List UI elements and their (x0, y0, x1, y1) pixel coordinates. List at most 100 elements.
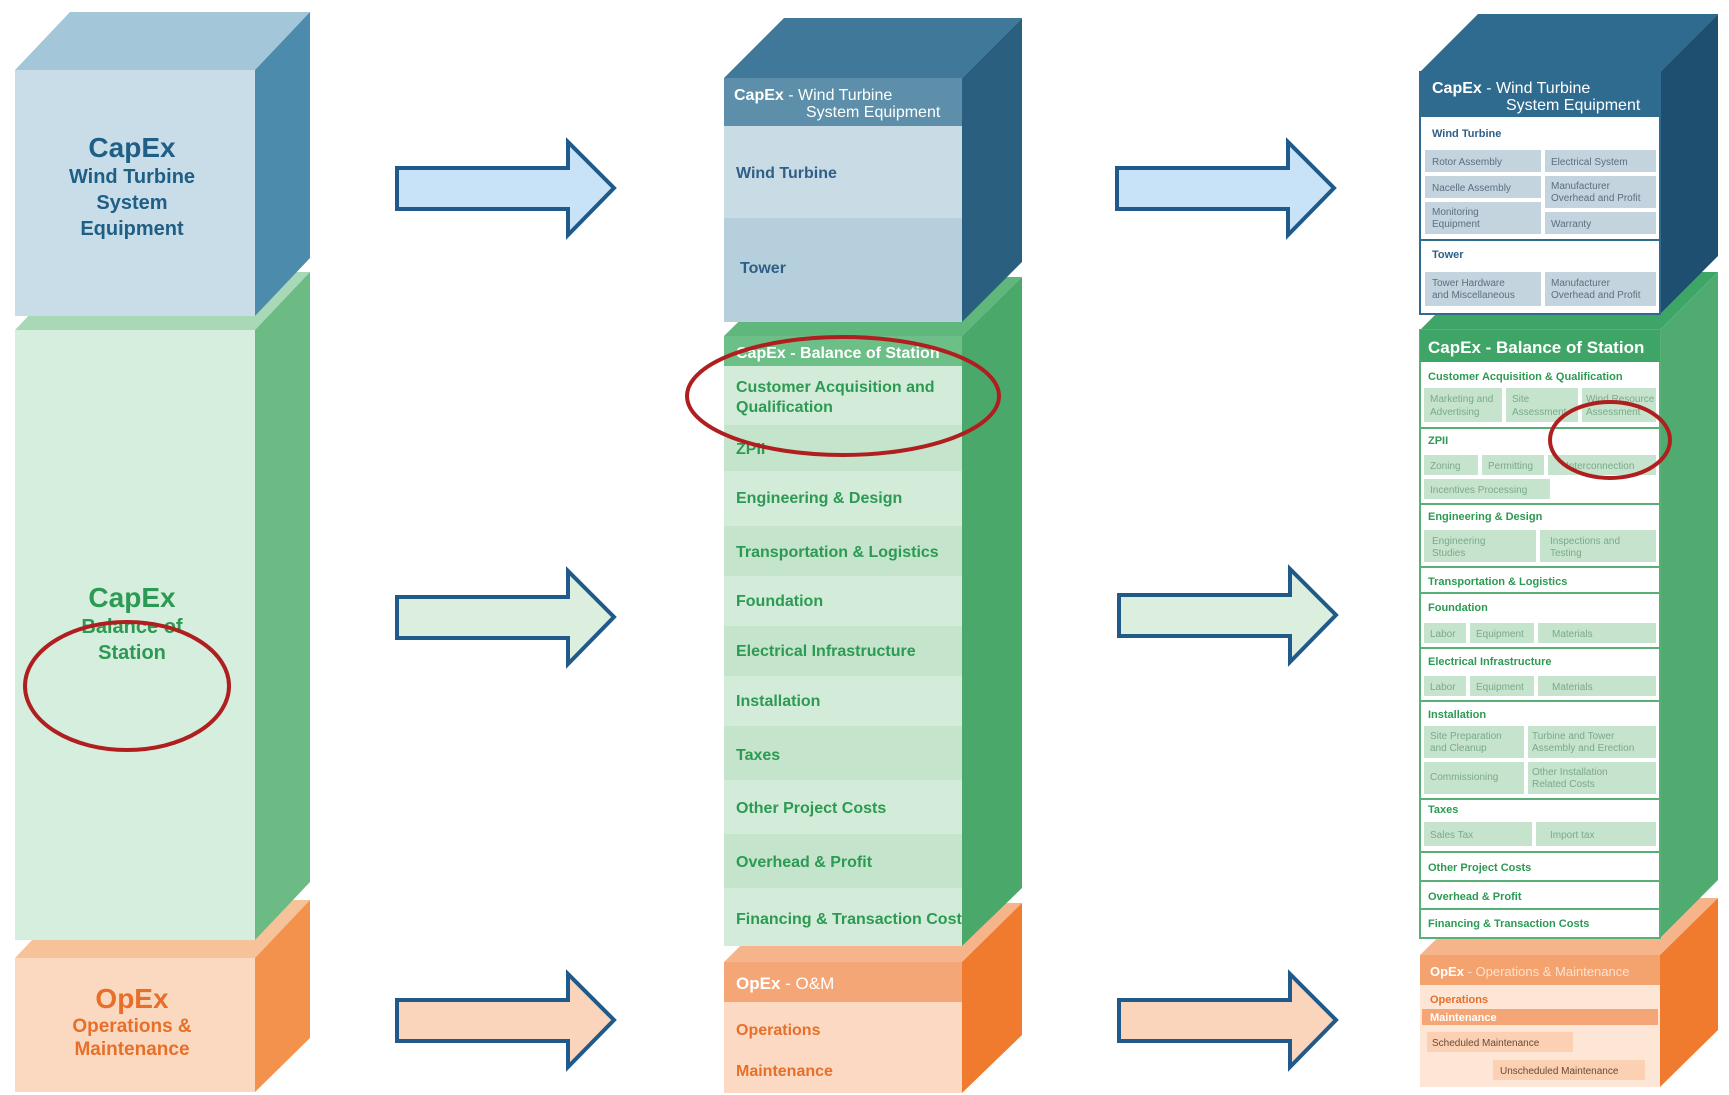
col2-bos-item-electrical: Electrical Infrastructure (736, 643, 916, 660)
col2-wts-top-face (724, 18, 1022, 78)
col3-scheduled-label: Scheduled Maintenance (1432, 1038, 1540, 1049)
col3-installation-chip-3 (1424, 762, 1524, 794)
col1-bottom-title: OpEx (95, 983, 169, 1014)
col2-bos-item-transport: Transportation & Logistics (736, 544, 939, 561)
col3-installation-chip-4 (1528, 762, 1656, 794)
col3-customer-c1b: Advertising (1430, 407, 1479, 418)
col3-foundation-c1: Labor (1430, 629, 1456, 640)
col3-tower-chip-2 (1545, 272, 1656, 306)
col3-wts-header: CapEx - Wind Turbine (1432, 80, 1590, 97)
col2-bos-item-customer-1: Customer Acquisition and (736, 379, 935, 396)
col3-customer-c2a: Site (1512, 394, 1530, 405)
col3-electrical-c3: Materials (1552, 682, 1593, 693)
col3-engineering-c2a: Inspections and (1550, 536, 1620, 547)
highlight-ellipse-col3 (1548, 400, 1672, 480)
col1-wts-side-face (255, 12, 310, 316)
col3-wt-chip-6 (1545, 212, 1656, 234)
arrow-orange-1 (395, 969, 617, 1072)
col2-bos-item-taxes: Taxes (736, 747, 780, 764)
col3-zpii-c4: Incentives Processing (1430, 485, 1527, 496)
col3-electrical-chip-1 (1424, 676, 1466, 696)
col3-electrical-chip-2 (1470, 676, 1534, 696)
col3-customer-c3a: Wind Resource (1586, 394, 1655, 405)
col3-wt-chip-4 (1545, 176, 1656, 208)
col2-wts-item-tower: Tower (740, 260, 786, 277)
col2-opex-header: OpEx - O&M (736, 974, 834, 993)
arrows (395, 137, 1339, 1072)
col3-installation-c4a: Other Installation (1532, 767, 1608, 778)
col3-electrical-title: Electrical Infrastructure (1428, 656, 1552, 668)
column2-stack: OpEx - O&M Operations Maintenance CapEx … (685, 18, 1022, 1093)
col3-wt-c4a: Manufacturer (1551, 181, 1611, 192)
col3-engineering-c1a: Engineering (1432, 536, 1485, 547)
col1-opex-side-face (255, 900, 310, 1092)
col3-bos-header-bar (1420, 330, 1660, 362)
col3-opex-header-bar (1420, 955, 1660, 985)
col3-transport-title: Transportation & Logistics (1428, 576, 1567, 588)
col3-installation-c4b: Related Costs (1532, 779, 1595, 790)
col3-installation-chip-2 (1528, 726, 1656, 758)
column3-stack: OpEx - Operations & Maintenance Operatio… (1419, 14, 1718, 1087)
col1-bos-front-face (15, 330, 255, 940)
col3-installation-c2b: Assembly and Erection (1532, 743, 1634, 754)
col3-maintenance-title: Maintenance (1430, 1012, 1497, 1024)
col2-wts-item-wind-turbine: Wind Turbine (736, 165, 837, 182)
arrow-green-1 (395, 566, 617, 669)
col2-wts-header: CapEx - Wind Turbine (734, 87, 892, 104)
col3-unscheduled-chip (1493, 1060, 1645, 1080)
col3-engineering-chip-2 (1540, 530, 1656, 562)
col3-foundation-title: Foundation (1428, 602, 1488, 614)
col3-wt-c5a: Monitoring (1432, 207, 1479, 218)
col3-wt-chip-3 (1425, 176, 1541, 198)
col3-zpii-chip-4 (1424, 479, 1550, 499)
arrow-orange-2 (1117, 969, 1339, 1072)
col3-tower-c2b: Overhead and Profit (1551, 290, 1641, 301)
col3-customer-chip-1 (1424, 388, 1502, 422)
col3-wt-chip-2 (1545, 150, 1656, 172)
col3-wts-header-bar (1420, 72, 1660, 117)
col2-opex-item-maintenance: Maintenance (736, 1063, 833, 1080)
col1-top-line3: System (96, 192, 167, 214)
col3-foundation-chip-2 (1470, 623, 1534, 643)
col3-wt-c4b: Overhead and Profit (1551, 193, 1641, 204)
col2-opex-side-face (962, 903, 1022, 1093)
col3-electrical-c2: Equipment (1476, 682, 1524, 693)
col3-electrical-c1: Labor (1430, 682, 1456, 693)
col3-engineering-c1b: Studies (1432, 548, 1465, 559)
col3-taxes-title: Taxes (1428, 804, 1458, 816)
col3-tower-title: Tower (1432, 249, 1464, 261)
col3-tower-chip-1 (1425, 272, 1541, 306)
col1-bottom-line2: Operations & (72, 1016, 192, 1037)
col3-scheduled-chip (1427, 1032, 1573, 1052)
col3-tower-c2a: Manufacturer (1551, 278, 1611, 289)
col3-installation-c2a: Turbine and Tower (1532, 731, 1615, 742)
col2-wts-tower-band (724, 218, 962, 322)
col2-bos-item-overhead: Overhead & Profit (736, 854, 873, 871)
col3-zpii-c1: Zoning (1430, 461, 1461, 472)
col3-customer-title: Customer Acquisition & Qualification (1428, 371, 1623, 383)
col2-wts-header-line2: System Equipment (806, 104, 941, 121)
col1-top-title: CapEx (88, 132, 176, 163)
col2-bos-item-installation: Installation (736, 693, 820, 710)
col2-bos-item-other: Other Project Costs (736, 800, 886, 817)
col3-wt-chip-5 (1425, 202, 1541, 234)
col1-wts-top-face (15, 12, 310, 70)
col3-bos-header: CapEx - Balance of Station (1428, 338, 1644, 357)
col3-installation-c1b: and Cleanup (1430, 743, 1487, 754)
arrow-blue-1 (395, 137, 617, 240)
col3-customer-c3b: Assessment (1586, 407, 1641, 418)
col2-bos-item-engineering: Engineering & Design (736, 490, 902, 507)
col3-zpii-title: ZPII (1428, 435, 1448, 447)
col3-zpii-chip-2 (1482, 455, 1544, 475)
col3-electrical-chip-3 (1538, 676, 1656, 696)
col3-engineering-chip-1 (1424, 530, 1536, 562)
col3-zpii-c3: Interconnection (1566, 461, 1634, 472)
col3-installation-title: Installation (1428, 709, 1486, 721)
col2-bos-item-foundation: Foundation (736, 593, 823, 610)
col2-opex-header-bar (724, 962, 962, 1002)
col1-middle-title: CapEx (88, 582, 176, 613)
col3-operations-title: Operations (1430, 994, 1488, 1006)
col3-wt-chip-1 (1425, 150, 1541, 172)
col3-other-title: Other Project Costs (1428, 862, 1531, 874)
